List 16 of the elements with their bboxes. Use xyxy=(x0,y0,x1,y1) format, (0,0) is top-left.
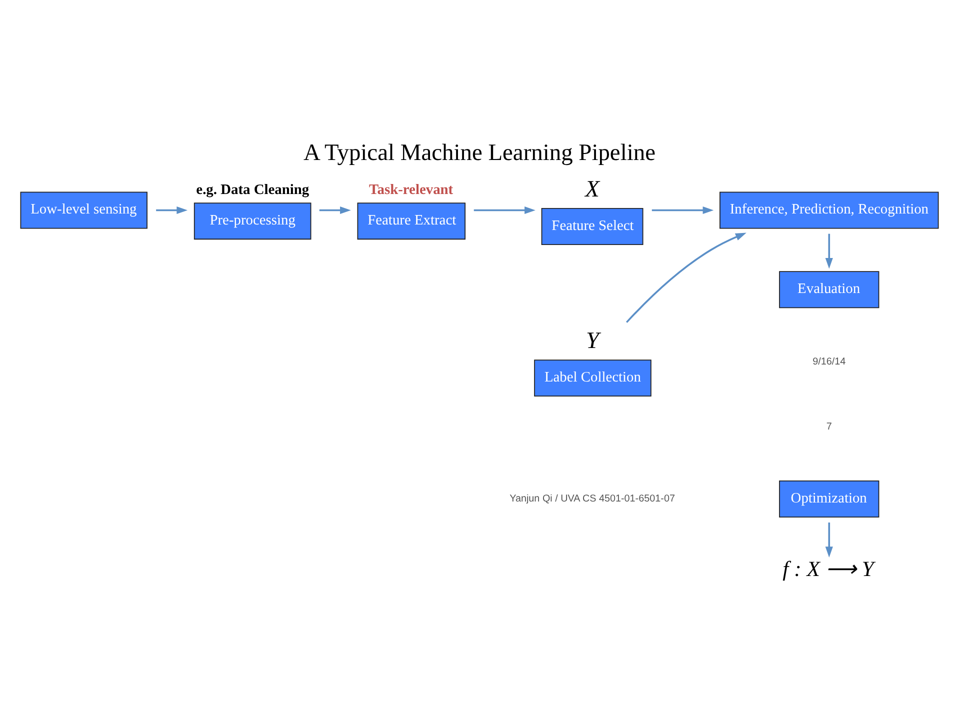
arrow xyxy=(825,522,833,558)
node-label: e.g. Data Cleaning xyxy=(196,181,310,198)
node-label: Y xyxy=(586,328,600,354)
node-label: X xyxy=(585,176,600,202)
arrow xyxy=(626,232,746,322)
arrow xyxy=(825,233,833,268)
label: Yanjun Qi / UVA CS 4501-01-6501-07 xyxy=(510,492,675,504)
arrow xyxy=(474,206,536,214)
arrow xyxy=(652,206,714,214)
arrow xyxy=(156,206,188,214)
arrow xyxy=(319,206,351,214)
label: 9/16/14 xyxy=(812,356,846,367)
node-label: Task-relevant xyxy=(368,181,454,198)
label: 7 xyxy=(826,420,832,432)
node-text: f : X ⟶ Y xyxy=(782,556,874,580)
diagram-title: A Typical Machine Learning Pipeline xyxy=(304,139,656,166)
